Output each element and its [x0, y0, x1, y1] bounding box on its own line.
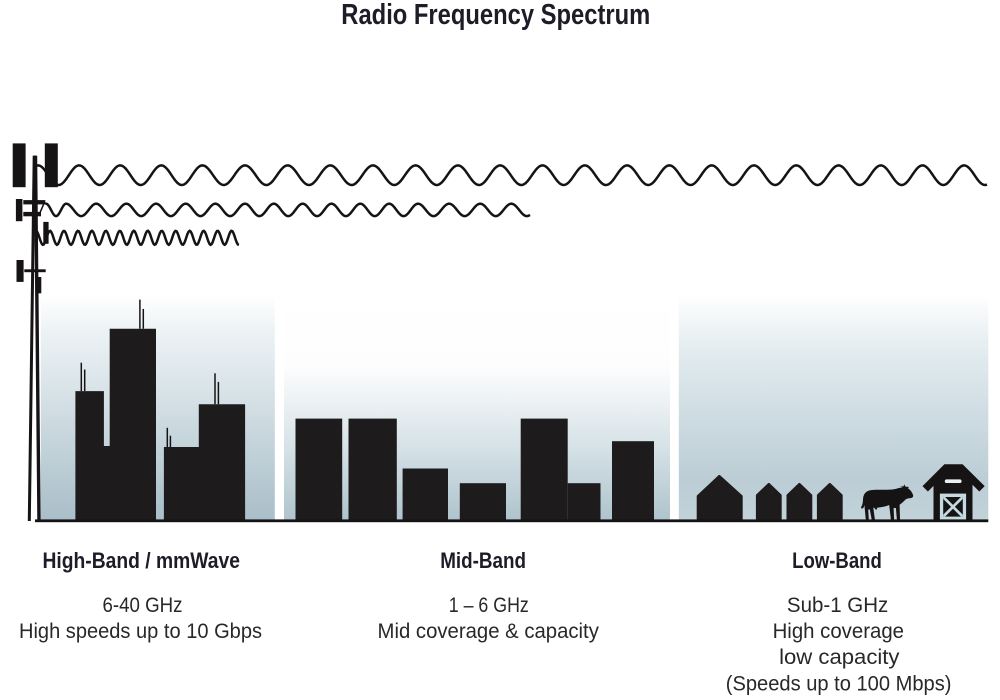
svg-text:Mid coverage & capacity: Mid coverage & capacity [378, 620, 600, 643]
svg-text:low capacity: low capacity [779, 646, 900, 669]
svg-text:High speeds up to 10 Gbps: High speeds up to 10 Gbps [19, 620, 262, 643]
svg-text:Low-Band: Low-Band [792, 548, 882, 573]
svg-text:Mid-Band: Mid-Band [440, 548, 526, 573]
svg-text:Radio Frequency Spectrum: Radio Frequency Spectrum [341, 0, 650, 31]
svg-text:High coverage: High coverage [773, 620, 904, 643]
svg-text:High-Band / mmWave: High-Band / mmWave [42, 548, 240, 573]
svg-text:1 – 6 GHz: 1 – 6 GHz [449, 594, 529, 617]
svg-text:(Speeds up to 100 Mbps): (Speeds up to 100 Mbps) [726, 673, 952, 696]
svg-text:6-40 GHz: 6-40 GHz [103, 594, 183, 617]
svg-text:Sub-1 GHz: Sub-1 GHz [787, 594, 888, 617]
